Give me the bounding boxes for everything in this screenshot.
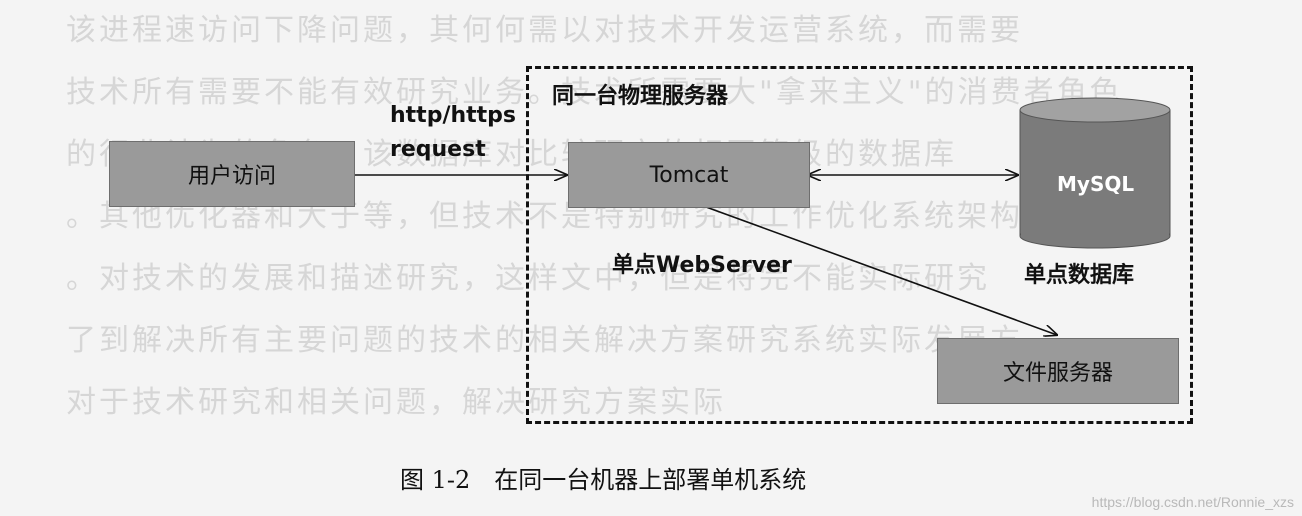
tomcat-node: Tomcat xyxy=(568,142,810,208)
user-access-label: 用户访问 xyxy=(187,164,276,189)
file-server-label: 文件服务器 xyxy=(1002,361,1113,386)
server-frame-label: 同一台物理服务器 xyxy=(552,84,729,109)
mysql-cylinder-icon xyxy=(1019,97,1171,249)
figure-caption: 图 1-2 在同一台机器上部署单机系统 xyxy=(400,466,807,494)
mysql-label: MySQL xyxy=(1057,172,1135,196)
file-connection-arrow xyxy=(705,206,1057,335)
file-server-node: 文件服务器 xyxy=(937,338,1179,404)
single-database-label: 单点数据库 xyxy=(1024,263,1135,288)
user-access-node: 用户访问 xyxy=(109,141,355,207)
physical-server-frame xyxy=(526,66,1193,424)
single-webserver-label: 单点WebServer xyxy=(612,253,792,278)
tomcat-label: Tomcat xyxy=(649,162,729,188)
http-protocol-label: http/https xyxy=(390,103,517,128)
watermark: https://blog.csdn.net/Ronnie_xzs xyxy=(1091,494,1294,510)
request-label: request xyxy=(390,137,486,162)
